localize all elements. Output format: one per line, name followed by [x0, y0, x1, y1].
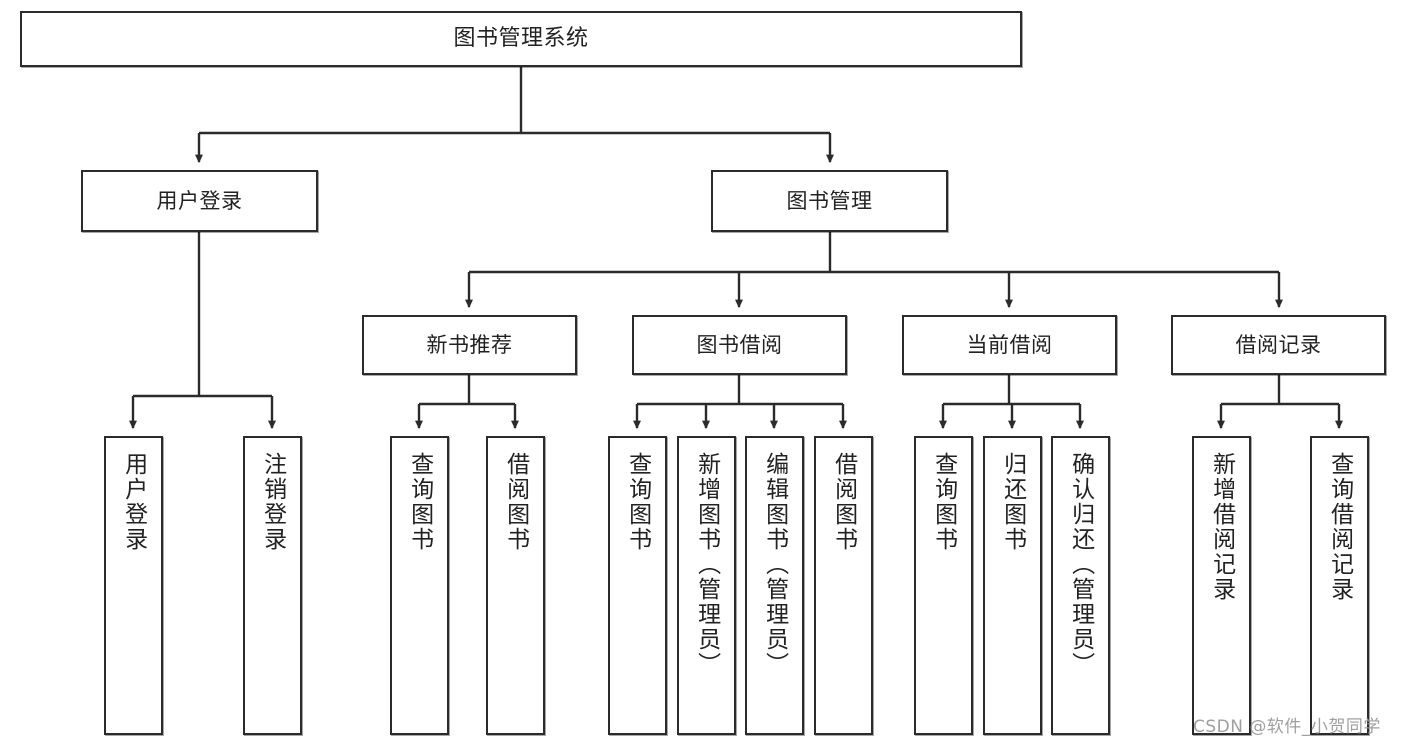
node-label: 借阅记录 [1235, 332, 1322, 357]
leaf-current-return-books[interactable]: 归还图书 [983, 436, 1042, 735]
node-label: 归还图书 [999, 452, 1026, 552]
leaf-borrow-query-books[interactable]: 查询图书 [608, 436, 667, 735]
leaf-user-login-signout[interactable]: 注销登录 [243, 436, 302, 735]
leaf-current-confirm-return-admin[interactable]: 确认归还（管理员） [1051, 436, 1110, 735]
node-label: 图书借阅 [696, 332, 783, 357]
node-label: 当前借阅 [966, 332, 1053, 357]
csdn-watermark: CSDN @软件_小贺同学 [1193, 717, 1381, 737]
node-label: 新书推荐 [426, 332, 513, 357]
node-label: 借阅图书 [830, 452, 857, 552]
node-new-book-recommendation[interactable]: 新书推荐 [362, 315, 577, 375]
leaf-current-query-books[interactable]: 查询图书 [914, 436, 973, 735]
node-label: 图书管理系统 [453, 26, 589, 52]
node-label: 查询图书 [930, 452, 957, 552]
node-label: 查询图书 [406, 452, 433, 552]
node-label: 用户登录 [156, 188, 243, 213]
node-label: 注销登录 [259, 452, 286, 552]
leaf-borrow-add-book-admin[interactable]: 新增图书（管理员） [677, 436, 736, 735]
node-label: 查询借阅记录 [1326, 452, 1353, 602]
leaf-new-book-borrow-books[interactable]: 借阅图书 [486, 436, 545, 735]
node-book-borrowing[interactable]: 图书借阅 [632, 315, 847, 375]
node-root-book-management-system[interactable]: 图书管理系统 [20, 11, 1022, 67]
node-user-login[interactable]: 用户登录 [81, 170, 318, 232]
node-label: 借阅图书 [502, 452, 529, 552]
node-label: 查询图书 [624, 452, 651, 552]
node-label: 新增借阅记录 [1208, 452, 1235, 602]
node-label: 确认归还（管理员） [1067, 452, 1094, 677]
node-label: 用户登录 [120, 452, 147, 552]
leaf-record-query-borrow-record[interactable]: 查询借阅记录 [1310, 436, 1369, 735]
node-book-management[interactable]: 图书管理 [711, 170, 948, 232]
leaf-new-book-query-books[interactable]: 查询图书 [390, 436, 449, 735]
node-current-borrowing[interactable]: 当前借阅 [902, 315, 1117, 375]
leaf-borrow-borrow-books[interactable]: 借阅图书 [814, 436, 873, 735]
node-label: 新增图书（管理员） [693, 452, 720, 677]
leaf-record-add-borrow-record[interactable]: 新增借阅记录 [1192, 436, 1251, 735]
node-label: 图书管理 [786, 188, 873, 213]
leaf-borrow-edit-book-admin[interactable]: 编辑图书（管理员） [745, 436, 804, 735]
leaf-user-login-signin[interactable]: 用户登录 [104, 436, 163, 735]
node-borrowing-records[interactable]: 借阅记录 [1171, 315, 1386, 375]
node-label: 编辑图书（管理员） [761, 452, 788, 677]
